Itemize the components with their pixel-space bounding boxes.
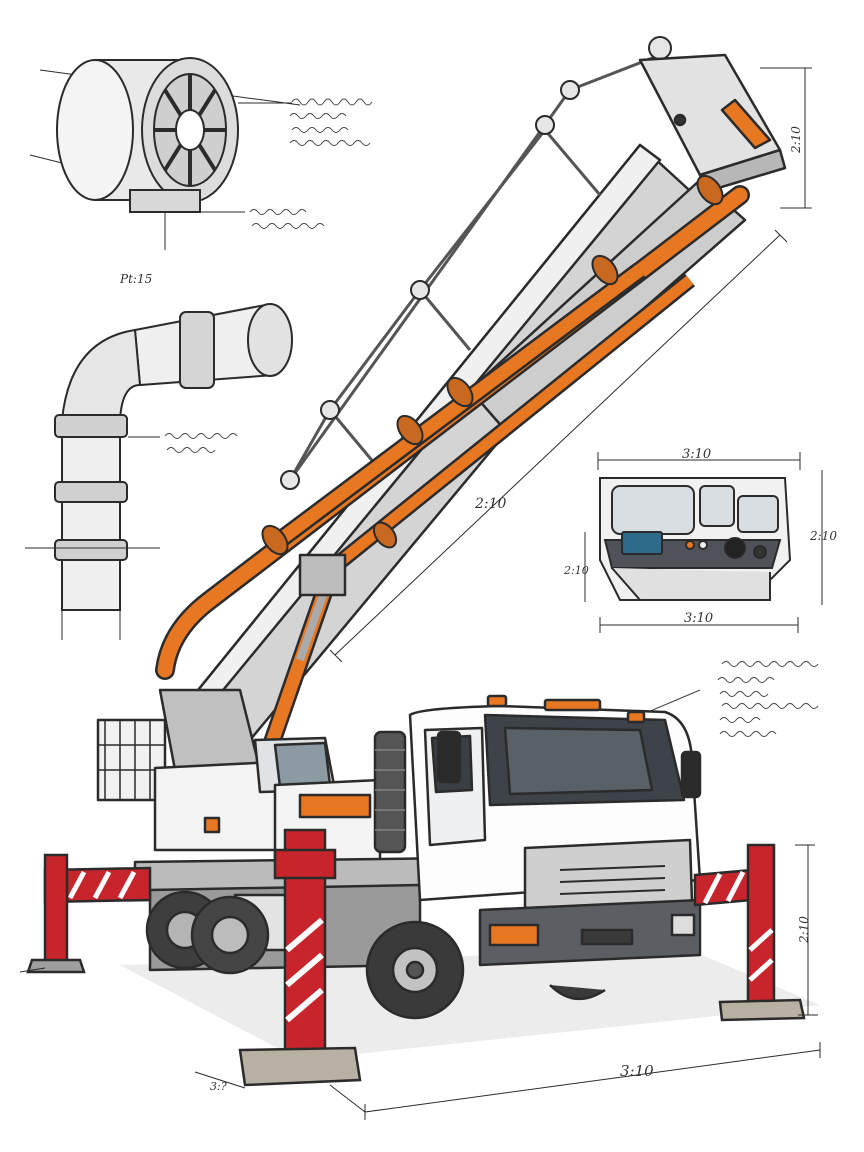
- outrigger-height-label: 2:10: [797, 916, 811, 944]
- panel-dimension-bottom: 3:10: [684, 611, 713, 626]
- boom-assembly: [155, 36, 787, 823]
- panel-dimension-left: 2:10: [563, 564, 589, 577]
- cab-annotation-scribbles: [647, 661, 819, 737]
- panel-dimension-right: 2:10: [809, 529, 837, 543]
- boom-head-dimension: [760, 67, 812, 209]
- ground-width-label: 3:10: [620, 1062, 654, 1080]
- fan-detail: [29, 57, 301, 250]
- panel-dimension-top: 3:10: [682, 447, 711, 462]
- boom-head-dimension-label: 2:10: [789, 126, 803, 154]
- pipe-elbow-detail: [25, 303, 293, 640]
- pipe-annotation-scribbles: [164, 433, 238, 453]
- boom-dimension-label: 2:10: [474, 496, 507, 512]
- ground-dimensions: [19, 844, 821, 1120]
- boom-diagonal-dimension: [329, 229, 788, 663]
- pipe-dimension-label: Pt:15: [119, 272, 152, 286]
- control-panel-detail: [584, 452, 823, 633]
- fan-annotation-scribbles: [249, 98, 373, 229]
- outriggers: [26, 828, 806, 1087]
- ground-depth-label: 3:?: [210, 1080, 227, 1093]
- truck-body: [96, 694, 820, 1060]
